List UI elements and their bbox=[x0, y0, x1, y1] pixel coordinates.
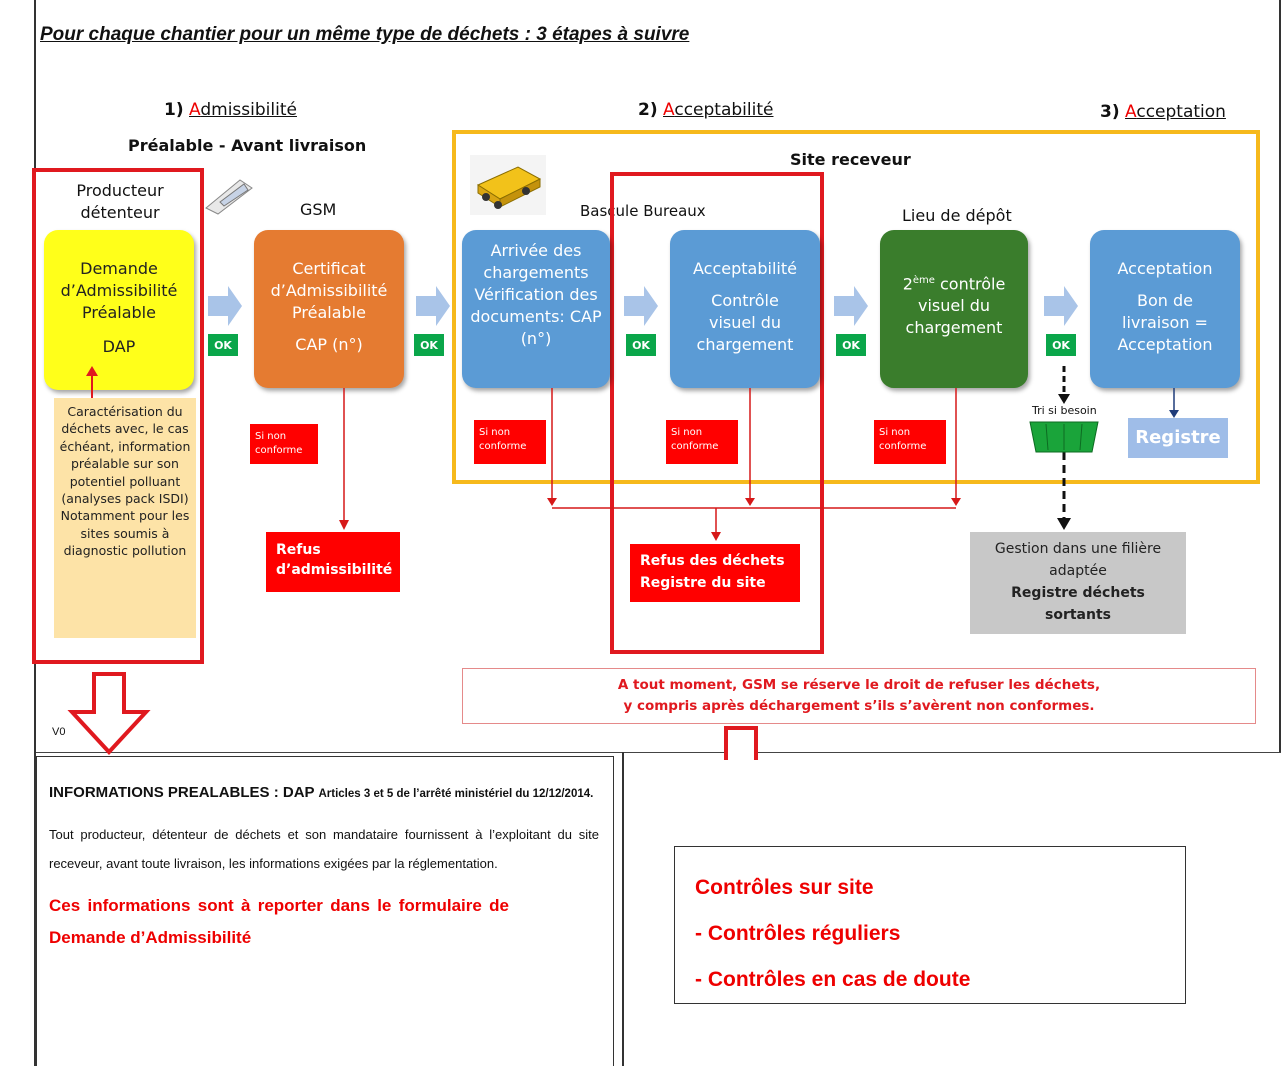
gestion-box: Gestion dans une filière adaptée Registr… bbox=[970, 532, 1186, 634]
tri-label: Tri si besoin bbox=[1032, 404, 1097, 417]
info-box-outer bbox=[34, 752, 624, 1066]
step-1-heading: 1) Admissibilité bbox=[164, 100, 297, 120]
truck-icon bbox=[470, 155, 546, 215]
lieu-label: Lieu de dépôt bbox=[902, 206, 1012, 225]
dap-box: Demande d’Admissibilité Préalable DAP bbox=[44, 230, 194, 390]
ok-badge-4: OK bbox=[836, 334, 866, 356]
info-box-title: INFORMATIONS PREALABLES : DAP Articles 3… bbox=[49, 779, 599, 808]
arrivee-box: Arrivée des chargements Vérification des… bbox=[462, 230, 610, 388]
nonconforme-tag-3: Si non conforme bbox=[666, 420, 738, 464]
controls-box-title: Contrôles sur site bbox=[695, 876, 874, 899]
version-label: V0 bbox=[52, 726, 66, 738]
controls-box: Contrôles sur site - Contrôles réguliers… bbox=[674, 846, 1186, 1004]
arrow-5 bbox=[1044, 286, 1078, 326]
controls-box-item-1: - Contrôles réguliers bbox=[695, 922, 901, 945]
controls-box-item-2: - Contrôles en cas de doute bbox=[695, 968, 971, 991]
gsm-label: GSM bbox=[300, 200, 337, 219]
gsm-notice-line-2: y compris après déchargement s’ils s’avè… bbox=[623, 698, 1095, 714]
producer-label: Producteur détenteur bbox=[76, 181, 164, 222]
acceptabilite-box: Acceptabilité Contrôle visuel du chargem… bbox=[670, 230, 820, 388]
step-3-heading: 3) Acceptation bbox=[1100, 102, 1226, 122]
controle2-box: 2ème contrôle visuel du chargement bbox=[880, 230, 1028, 388]
page-right-border bbox=[1279, 0, 1281, 752]
gsm-notice: A tout moment, GSM se réserve le droit d… bbox=[462, 668, 1256, 724]
info-box: INFORMATIONS PREALABLES : DAP Articles 3… bbox=[36, 756, 614, 1066]
ok-badge-1: OK bbox=[208, 334, 238, 356]
dap-box-code: DAP bbox=[102, 337, 136, 356]
controle2-box-text: 2ème contrôle visuel du chargement bbox=[902, 274, 1006, 338]
arrivee-box-text: Arrivée des chargements Vérification des… bbox=[470, 241, 602, 348]
nonconforme-tag-2: Si non conforme bbox=[474, 420, 546, 464]
refus-dechets-title: Refus des déchets bbox=[640, 553, 785, 569]
step-2-heading: 2) Acceptabilité bbox=[638, 100, 774, 120]
prealable-subtitle: Préalable - Avant livraison bbox=[128, 136, 367, 155]
info-box-title-small: Articles 3 et 5 de l’arrêté ministériel … bbox=[318, 788, 594, 800]
dap-box-title: Demande d’Admissibilité Préalable bbox=[60, 259, 178, 322]
down-arrow-middle bbox=[724, 726, 758, 760]
cap-box: Certificat d’Admissibilité Préalable CAP… bbox=[254, 230, 404, 388]
caracterisation-note: Caractérisation du déchets avec, le cas … bbox=[54, 398, 196, 638]
registre-box: Registre bbox=[1128, 418, 1228, 458]
cap-box-code: CAP (n°) bbox=[295, 335, 363, 354]
gestion-registre: Registre déchets sortants bbox=[1011, 585, 1145, 623]
page-separator bbox=[34, 752, 1281, 753]
refus-dechets-registre: Registre du site bbox=[640, 575, 766, 591]
admissibilite-highlight-frame bbox=[32, 168, 204, 664]
nonconforme-tag-1: Si non conforme bbox=[250, 424, 318, 464]
arrow-4 bbox=[834, 286, 868, 326]
container-icon bbox=[1028, 418, 1100, 454]
acceptabilite-box-text: Contrôle visuel du chargement bbox=[696, 291, 794, 354]
arrow-3 bbox=[624, 286, 658, 326]
info-box-title-main: INFORMATIONS PREALABLES : DAP bbox=[49, 784, 315, 801]
flow-connectors bbox=[67, 286, 1179, 760]
acceptabilite-highlight-frame bbox=[610, 172, 824, 654]
refus-admissibilite-box: Refus d’admissibilité bbox=[266, 532, 400, 592]
nonconforme-tag-4: Si non conforme bbox=[874, 420, 946, 464]
arrow-1 bbox=[208, 286, 242, 326]
info-box-body: Tout producteur, détenteur de déchets et… bbox=[49, 827, 599, 871]
gestion-text: Gestion dans une filière adaptée bbox=[994, 541, 1162, 579]
info-box-highlight: Ces informations sont à reporter dans le… bbox=[49, 896, 509, 947]
ok-badge-3: OK bbox=[626, 334, 656, 356]
cap-box-title: Certificat d’Admissibilité Préalable bbox=[270, 259, 388, 322]
acceptation-box-text: Bon de livraison = Acceptation bbox=[1117, 291, 1213, 354]
site-receveur-label: Site receveur bbox=[790, 150, 911, 169]
acceptation-box-title: Acceptation bbox=[1117, 259, 1213, 278]
document-hand-icon bbox=[200, 172, 258, 216]
arrow-2 bbox=[416, 286, 450, 326]
refus-dechets-box: Refus des déchets Registre du site bbox=[630, 544, 800, 602]
site-receveur-frame bbox=[452, 130, 1260, 484]
acceptation-box: Acceptation Bon de livraison = Acceptati… bbox=[1090, 230, 1240, 388]
down-arrow-left bbox=[67, 672, 151, 755]
ok-badge-2: OK bbox=[414, 334, 444, 356]
page-title: Pour chaque chantier pour un même type d… bbox=[40, 24, 690, 45]
acceptabilite-box-title: Acceptabilité bbox=[693, 259, 797, 278]
ok-badge-5: OK bbox=[1046, 334, 1076, 356]
gsm-notice-line-1: A tout moment, GSM se réserve le droit d… bbox=[617, 677, 1101, 693]
